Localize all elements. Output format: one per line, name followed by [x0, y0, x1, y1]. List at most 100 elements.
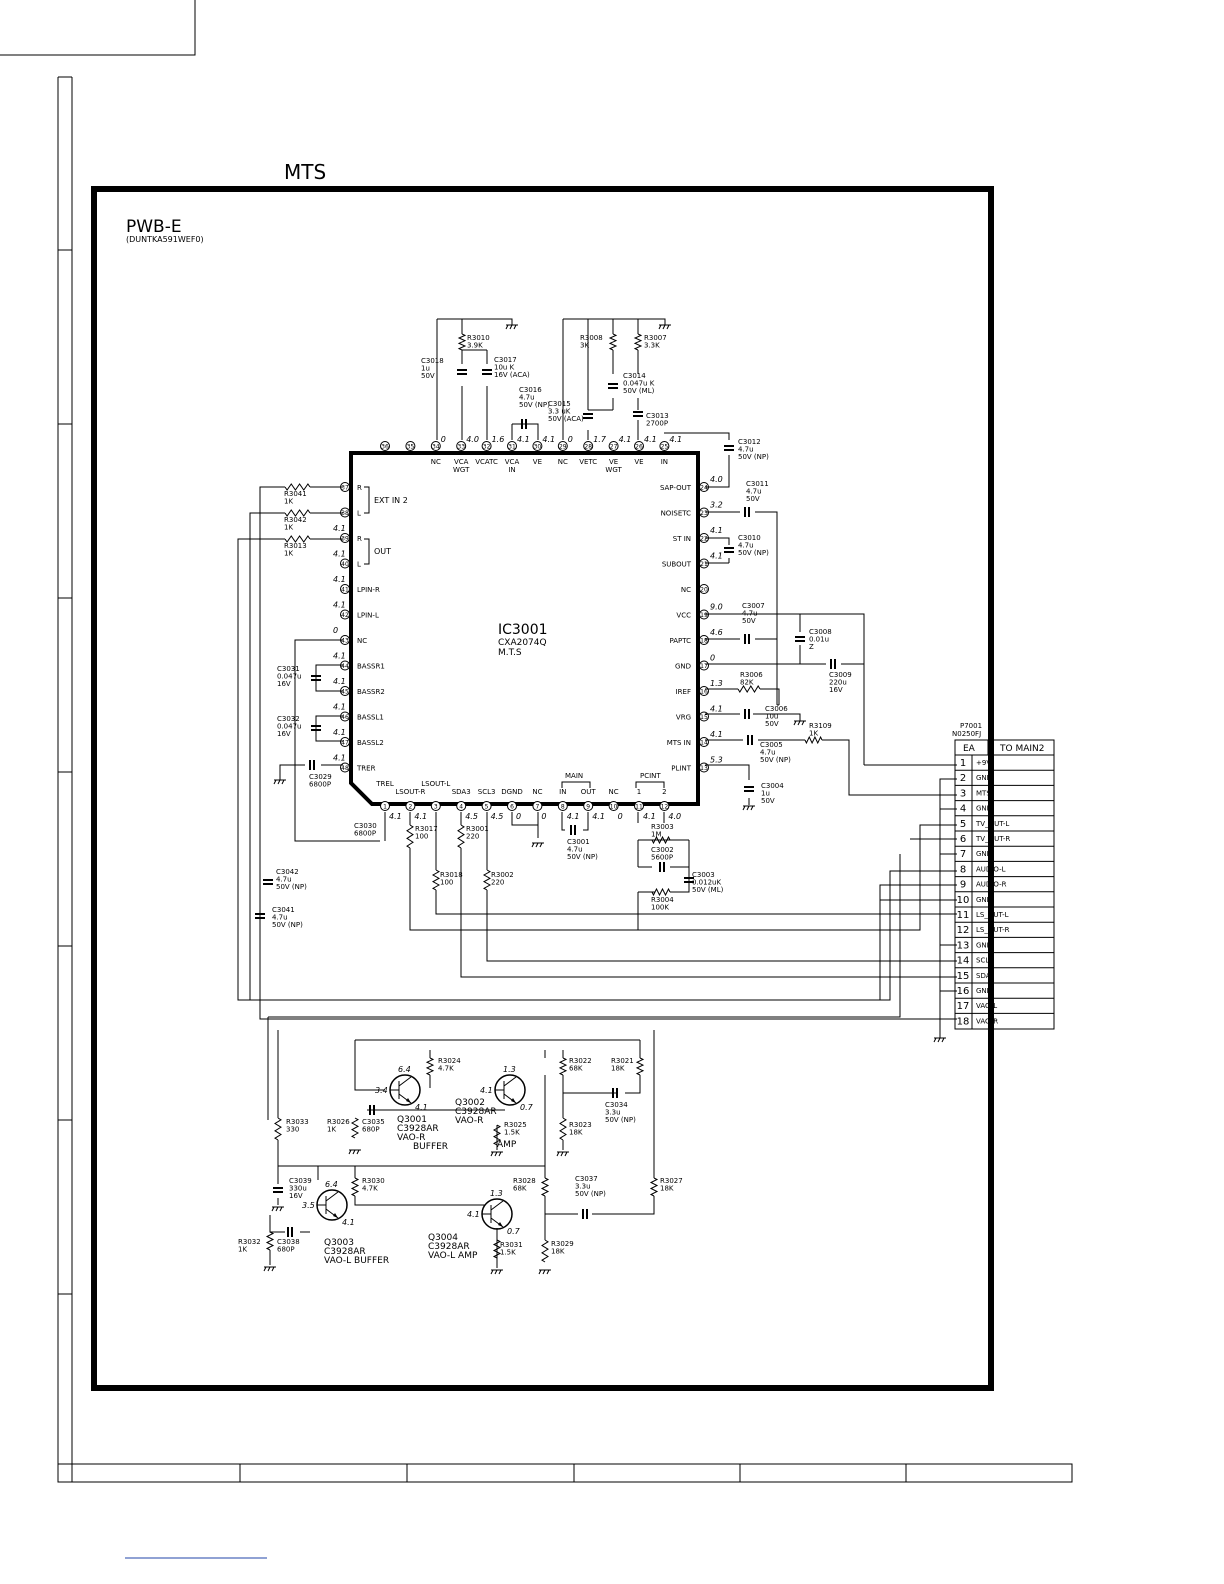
connector-pin-5-label: TV_OUT-L: [975, 820, 1009, 828]
c3002-label: C3002: [651, 846, 674, 854]
pin-40-voltage: 4.1: [333, 550, 346, 559]
q3001-text: BUFFER: [413, 1142, 448, 1152]
c3003-label: 0.012uK: [692, 879, 721, 887]
pin-25: [659, 441, 670, 451]
pin-45-number: 45: [341, 689, 349, 696]
c3001-label: 50V (NP): [567, 853, 598, 861]
pin-36: [380, 441, 390, 451]
pin-27-number: 27: [610, 444, 618, 451]
r3013-label: 1K: [284, 550, 293, 558]
pin-46-label: BASSL1: [357, 714, 384, 722]
pin-38-number: 38: [341, 510, 349, 517]
connector-pin-7-number: 7: [960, 849, 966, 860]
q3002-leads: [495, 1076, 517, 1104]
pin-20: [699, 584, 709, 594]
c3017-label: 16V (ACA): [494, 371, 530, 379]
connector-pin-12-label: LS_OUT-R: [976, 926, 1010, 934]
c3034-label: C3034: [605, 1101, 628, 1109]
r3001-symbol: [457, 824, 465, 849]
pcint-group-label: PCINT: [640, 772, 661, 780]
pin-42-label: LPIN-L: [357, 612, 379, 620]
r3018-label: 100: [440, 879, 453, 887]
c3041-label: C3041: [272, 906, 295, 914]
c3030-label: 6800P: [354, 830, 376, 838]
c3029-symbol: [309, 760, 315, 770]
c3005-label: 4.7u: [760, 749, 776, 757]
pin-6-label: DGND: [501, 788, 522, 796]
q3002-text: Q3002: [455, 1098, 485, 1108]
pin-6: [507, 801, 517, 811]
pin-43-number: 43: [341, 638, 349, 645]
r3001-label: R3001: [466, 825, 489, 833]
gnd-2: [658, 324, 671, 330]
q3004-text: VAO-L AMP: [428, 1251, 478, 1261]
pin-3-label: LSOUT-L: [421, 780, 450, 788]
r3003-label: R3003: [651, 823, 674, 831]
pin-25-number: 25: [661, 444, 669, 451]
pin-10-number: 10: [610, 804, 618, 811]
r3003-label: 1M: [651, 831, 662, 839]
c3035-label: 680P: [362, 1126, 380, 1134]
c3013-label: C3013: [646, 412, 669, 420]
pin-26-number: 26: [635, 444, 643, 451]
c3013-symbol: [633, 411, 643, 417]
c3018-label: C3018: [421, 357, 444, 365]
q3002-text: VAO-R: [455, 1116, 483, 1126]
q3001-arrow: [406, 1098, 411, 1103]
c3035-symbol: [369, 1105, 375, 1115]
connector-pin-6-number: 6: [960, 834, 966, 845]
c3041-label: 50V (NP): [272, 921, 303, 929]
pin-7-voltage: 0: [541, 812, 546, 821]
r3033-symbol: [274, 1117, 282, 1141]
c3012-symbol: [724, 445, 734, 451]
gnd-4: [531, 842, 544, 848]
c3039-symbol: [273, 1187, 283, 1193]
r3021-label: 18K: [611, 1065, 625, 1073]
gnd-9: [556, 1151, 569, 1157]
pin-16-label: IREF: [676, 688, 691, 696]
pin-11-voltage: 4.1: [643, 812, 656, 821]
pin-15-number: 15: [700, 714, 708, 721]
r3029-symbol: [541, 1239, 549, 1263]
pin-19-label: VCC: [676, 612, 691, 620]
r3007-symbol: [633, 333, 643, 351]
pin-19-number: 19: [700, 612, 708, 619]
pin-13-label: PLINT: [671, 765, 691, 773]
connector-pin-17-label: VAO-L: [976, 1002, 997, 1010]
r3008-symbol: [608, 333, 618, 351]
pin-10-label: NC: [609, 788, 619, 796]
pin-39-label: R: [357, 535, 362, 543]
pin-6-voltage: 0: [516, 812, 521, 821]
c3014-label: 50V (ML): [623, 387, 655, 395]
pin-9-label: OUT: [581, 788, 597, 796]
c3017-label: 10u K: [494, 364, 515, 372]
r3023-label: 18K: [569, 1129, 583, 1137]
pin-35: [405, 441, 416, 451]
pin-10-voltage: 0: [618, 812, 623, 821]
c3037-label: 50V (NP): [575, 1190, 606, 1198]
c3007-label: 4.7u: [742, 610, 758, 618]
r3022-label: 68K: [569, 1065, 583, 1073]
connector-pin-18-number: 18: [957, 1016, 970, 1027]
r3010-label: 3.9K: [467, 342, 483, 350]
r3028-label: R3028: [513, 1177, 536, 1185]
pin-28: [583, 441, 594, 451]
q3001-text: Q3001: [397, 1115, 427, 1125]
c3003-symbol: [684, 877, 694, 883]
pin-28-label: VETC: [579, 458, 597, 466]
connector-pin-15-number: 15: [957, 971, 970, 982]
connector-pin-6-label: TV_OUT-R: [975, 835, 1010, 843]
pin-21-label: SUBOUT: [662, 561, 692, 569]
pin-31-label: IN: [508, 466, 515, 474]
c3039-label: C3039: [289, 1177, 312, 1185]
pin-26: [634, 441, 644, 451]
pin-20-number: 20: [700, 587, 708, 594]
r3002-symbol: [482, 869, 492, 891]
gnd-3: [273, 779, 286, 785]
c3034-label: 3.3u: [605, 1109, 621, 1117]
c3016-label: C3016: [519, 386, 542, 394]
pin-34: [430, 441, 441, 451]
pin-28-number: 28: [584, 444, 592, 451]
c3037-label: 3.3u: [575, 1183, 591, 1191]
c3031-label: 16V: [277, 680, 291, 688]
